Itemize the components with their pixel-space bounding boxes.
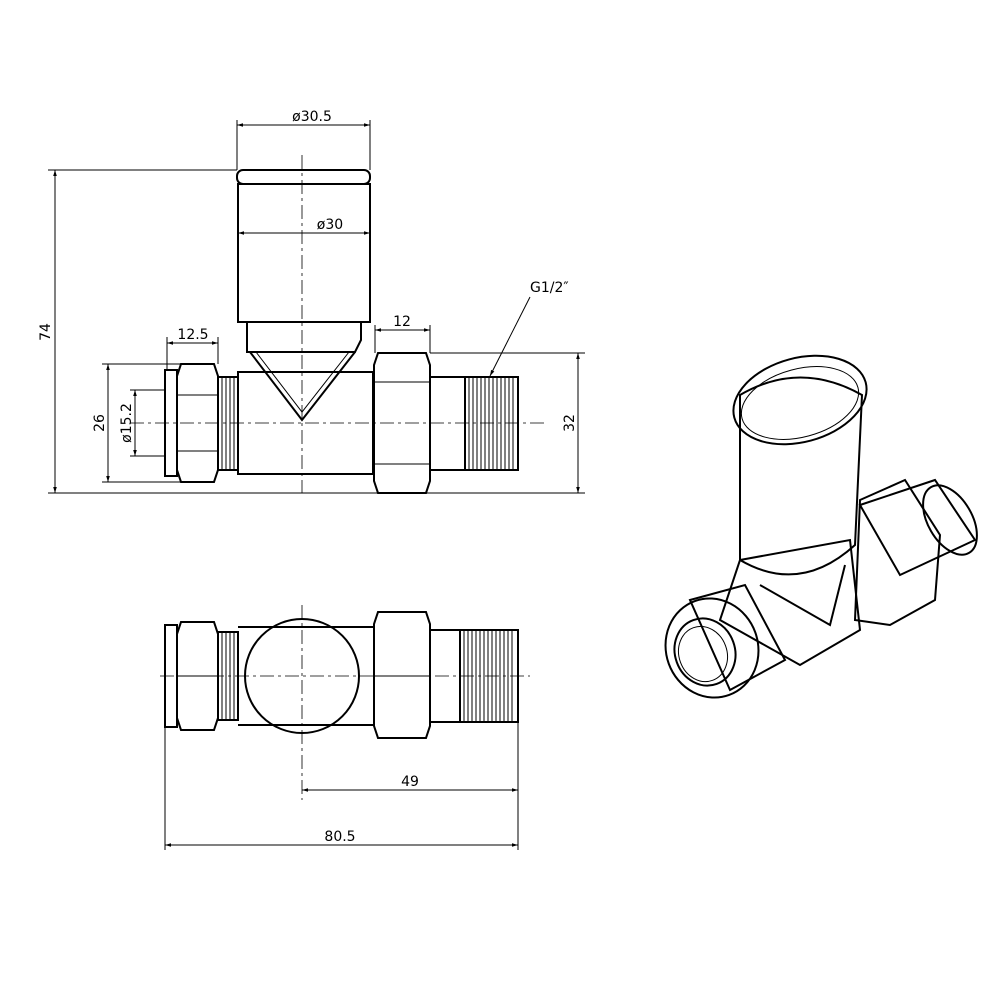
front-view	[130, 155, 545, 494]
left-thread	[221, 377, 235, 470]
front-dimensions: 74 ø30.5 ø30 12.5 12 26 ø15.2 32 G1/2″	[38, 109, 585, 494]
top-dimensions: 49 80.5	[164, 722, 519, 850]
isometric-view	[664, 354, 978, 699]
dim-cap-diameter: ø30.5	[292, 109, 332, 125]
dim-bore-diameter: ø15.2	[119, 403, 135, 443]
thread-label: G1/2″	[530, 280, 569, 296]
dim-center-to-end: 49	[401, 774, 419, 790]
dim-total-length: 80.5	[324, 829, 355, 845]
dim-left-nut-width: 12.5	[177, 327, 208, 343]
dim-right-height: 32	[562, 414, 578, 432]
dim-right-nut-width: 12	[393, 314, 411, 330]
dim-body-diameter: ø30	[317, 217, 343, 233]
dim-total-height: 74	[38, 323, 54, 341]
top-view	[160, 605, 530, 800]
dim-left-height: 26	[92, 414, 108, 432]
